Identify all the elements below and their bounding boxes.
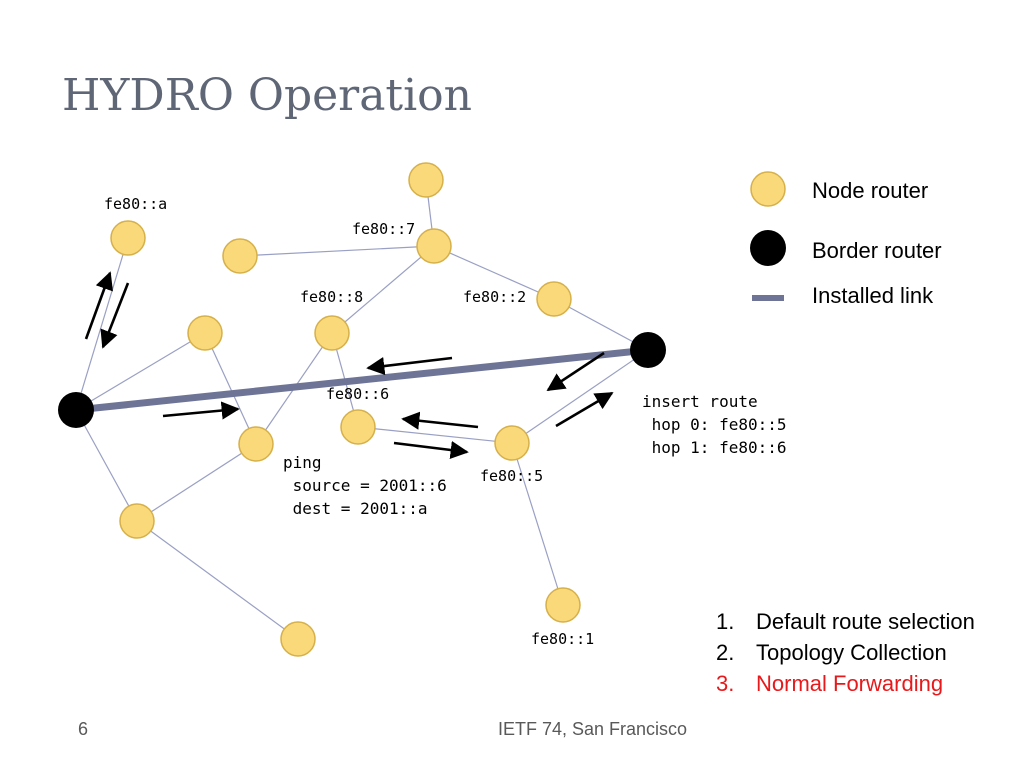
node-router-fe80-5 — [494, 425, 530, 461]
arrow-route-left-mid — [401, 411, 479, 430]
node-routers — [110, 162, 581, 657]
link-br1-mid — [75, 332, 206, 411]
footer-event: IETF 74, San Francisco — [498, 719, 688, 739]
step-label: Topology Collection — [756, 640, 947, 665]
node-router-top — [408, 162, 444, 198]
link-n5-n1 — [511, 442, 564, 606]
step-item: 1. Default route selection — [716, 606, 975, 637]
node-router-mid-left — [187, 315, 223, 351]
arrow-up-to-a — [84, 271, 113, 340]
step-item-active: 3. Normal Forwarding — [716, 668, 975, 699]
ping-annotation: ping source = 2001::6 dest = 2001::a — [283, 453, 447, 518]
node-router-fe80-2 — [536, 281, 572, 317]
node-router-center — [238, 426, 274, 462]
node-router-fe80-8 — [314, 315, 350, 351]
link-n6-n5 — [357, 426, 513, 444]
arrow-down-from-a — [100, 282, 130, 349]
link-br1-low — [75, 409, 138, 522]
arrow-ping-right-1 — [162, 401, 240, 420]
step-number: 2. — [716, 640, 735, 665]
step-label: Normal Forwarding — [756, 671, 944, 696]
label-fe80-5: fe80::5 — [480, 467, 543, 485]
label-fe80-1: fe80::1 — [531, 630, 594, 648]
arrow-ping-right-2 — [393, 440, 469, 460]
link-a-br — [75, 237, 129, 411]
legend-node-router-icon — [750, 171, 786, 207]
step-number: 1. — [716, 609, 735, 634]
link-mid-c — [204, 332, 257, 445]
node-router-fe80-a — [110, 220, 146, 256]
label-fe80-a: fe80::a — [104, 195, 167, 213]
arrow-route-left-top — [366, 356, 453, 376]
link-c-low — [136, 443, 257, 522]
node-router-left-top — [222, 238, 258, 274]
link-n5-br2 — [511, 349, 649, 444]
arrow-ping-up-right — [555, 391, 614, 428]
arrows — [84, 271, 614, 460]
label-fe80-6: fe80::6 — [326, 385, 389, 403]
label-fe80-2: fe80::2 — [463, 288, 526, 306]
node-router-fe80-6 — [340, 409, 376, 445]
legend-installed-link-label: Installed link — [812, 283, 934, 308]
label-fe80-7: fe80::7 — [352, 220, 415, 238]
node-router-lower-left — [119, 503, 155, 539]
node-router-fe80-1 — [545, 587, 581, 623]
arrow-route-left-diag — [546, 351, 605, 392]
link-n7-n8 — [331, 245, 435, 334]
step-label: Default route selection — [756, 609, 975, 634]
border-router-right — [630, 332, 666, 368]
steps-list: 1. Default route selection 2. Topology C… — [716, 606, 975, 699]
legend-border-router-icon — [750, 230, 786, 266]
link-n7-n2 — [433, 245, 555, 300]
link-left-n7 — [239, 245, 435, 257]
legend-node-router-label: Node router — [812, 178, 929, 203]
links — [75, 179, 649, 640]
node-router-fe80-7 — [416, 228, 452, 264]
page-number: 6 — [78, 719, 89, 739]
label-fe80-8: fe80::8 — [300, 288, 363, 306]
step-item: 2. Topology Collection — [716, 637, 975, 668]
node-router-bottom — [280, 621, 316, 657]
page-title: HYDRO Operation — [62, 70, 473, 121]
border-router-left — [58, 392, 94, 428]
insert-route-annotation: insert route hop 0: fe80::5 hop 1: fe80:… — [642, 392, 787, 457]
step-number: 3. — [716, 671, 735, 696]
link-low-bottom — [136, 520, 299, 640]
installed-link — [75, 346, 649, 414]
legend-border-router-label: Border router — [812, 238, 942, 263]
